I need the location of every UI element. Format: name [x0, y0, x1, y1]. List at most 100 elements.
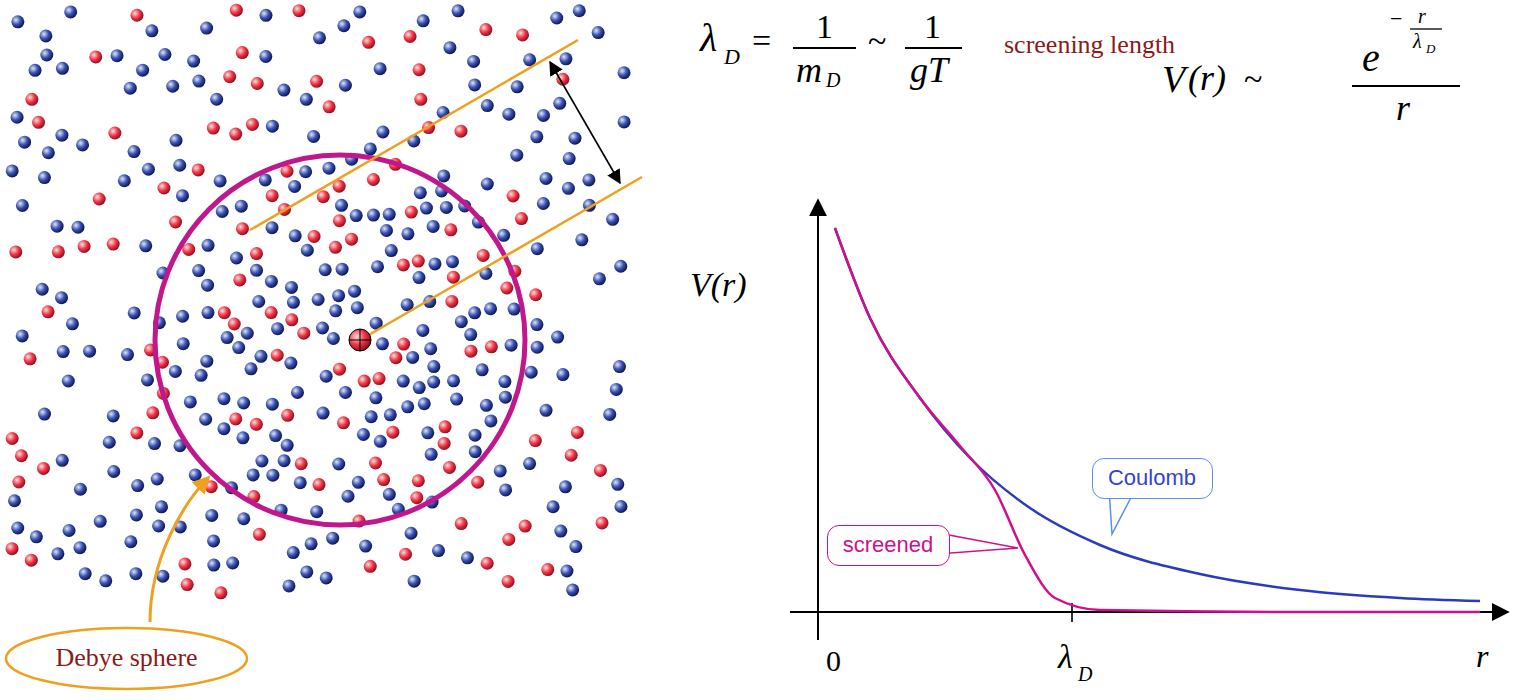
callout-tail	[948, 535, 1019, 553]
particle	[56, 62, 69, 75]
axis-label: r	[1476, 640, 1488, 672]
particle	[350, 209, 363, 222]
particle	[405, 206, 418, 219]
formula-exponent: λ	[1413, 31, 1422, 51]
particle	[170, 134, 183, 147]
particle	[16, 329, 29, 342]
particle	[221, 331, 234, 344]
particle	[217, 422, 230, 435]
particle	[42, 305, 55, 318]
particle	[310, 75, 323, 88]
particle	[397, 338, 410, 351]
formula-symbol: e	[1362, 38, 1380, 78]
callout-bubble: screened	[827, 525, 950, 566]
particle	[377, 473, 390, 486]
particle	[502, 108, 515, 121]
particle	[176, 189, 189, 202]
particle	[471, 476, 484, 489]
particle	[200, 355, 213, 368]
particle	[51, 547, 64, 560]
particle	[399, 548, 412, 561]
particle	[229, 412, 242, 425]
particle	[128, 145, 141, 158]
particle	[594, 464, 607, 477]
particle	[537, 197, 550, 210]
particle	[464, 345, 477, 358]
particle	[181, 578, 194, 591]
particle	[406, 351, 419, 364]
particle	[359, 540, 372, 553]
callout-text: screened	[843, 533, 934, 557]
particle	[416, 324, 429, 337]
particle	[205, 509, 218, 522]
particle	[108, 127, 121, 140]
particle	[446, 255, 459, 268]
particle	[515, 212, 528, 225]
particle	[11, 111, 24, 124]
particle	[502, 533, 515, 546]
callout-ellipse: Debye sphere	[4, 626, 249, 691]
particle	[468, 306, 481, 319]
y-axis	[817, 200, 819, 640]
particle	[421, 426, 434, 439]
particle	[307, 130, 320, 143]
particle	[369, 456, 382, 469]
test-charge-cross	[360, 329, 361, 351]
particle	[266, 221, 279, 234]
particle	[397, 375, 410, 388]
particle	[37, 462, 50, 475]
particle	[11, 15, 24, 28]
particle	[214, 174, 227, 187]
particle	[229, 128, 242, 141]
particle	[18, 136, 31, 149]
particle	[592, 26, 605, 39]
particle	[562, 182, 575, 195]
particle	[559, 480, 572, 493]
particle	[383, 488, 396, 501]
particle	[443, 41, 456, 54]
particle	[271, 322, 284, 335]
particle	[454, 125, 467, 138]
particle	[155, 500, 168, 513]
particle	[603, 408, 616, 421]
particle	[30, 530, 43, 543]
particle	[337, 416, 350, 429]
particle	[427, 220, 440, 233]
particle	[207, 534, 220, 547]
particle	[365, 410, 378, 423]
particle	[351, 301, 364, 314]
particle	[498, 375, 511, 388]
particle	[353, 5, 366, 18]
particle	[405, 527, 418, 540]
particle	[285, 281, 298, 294]
particle	[556, 368, 569, 381]
particle	[118, 174, 131, 187]
particle	[250, 247, 263, 260]
tick-label: D	[1078, 664, 1092, 684]
particle	[413, 63, 426, 76]
particle	[251, 77, 264, 90]
particle	[52, 245, 65, 258]
particle	[294, 476, 307, 489]
particle	[499, 391, 512, 404]
particle	[259, 9, 272, 22]
particle	[376, 337, 389, 350]
particle	[299, 165, 312, 178]
particle	[308, 230, 321, 243]
particle	[420, 202, 433, 215]
particle	[467, 55, 480, 68]
particle	[253, 528, 266, 541]
particle	[55, 129, 68, 142]
particle	[485, 340, 498, 353]
particle	[237, 397, 250, 410]
particle	[265, 306, 278, 319]
particle	[374, 62, 387, 75]
particle	[130, 508, 143, 521]
particle	[320, 571, 333, 584]
particle	[266, 398, 279, 411]
particle	[481, 557, 494, 570]
particle	[148, 437, 161, 450]
particle	[364, 560, 377, 573]
particle	[202, 239, 215, 252]
particle	[297, 327, 310, 340]
